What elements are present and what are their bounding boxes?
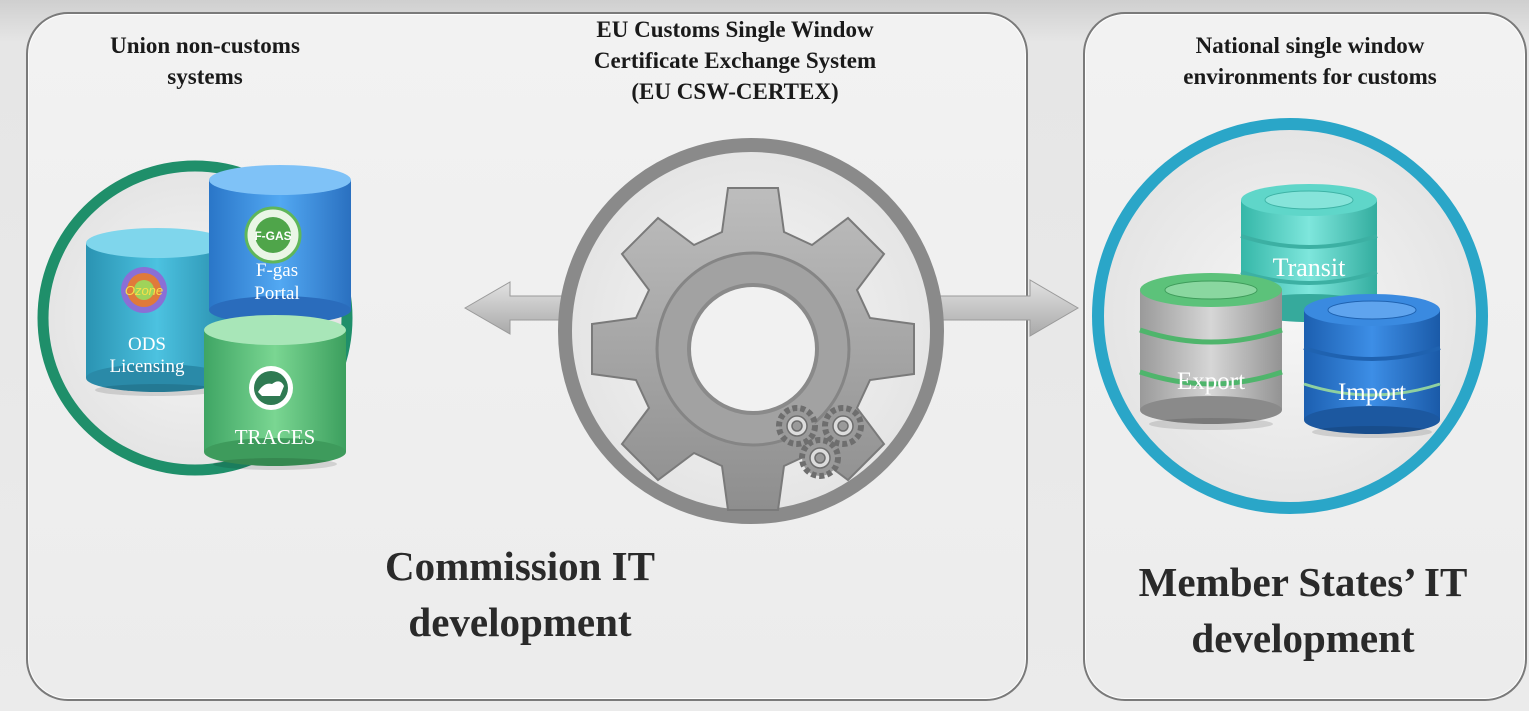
certex-heading-line3: (EU CSW-CERTEX) [631, 79, 839, 104]
commission-it-label-line1: Commission IT [385, 543, 655, 589]
import-database [1303, 294, 1441, 438]
certex-heading-line1: EU Customs Single Window [596, 17, 874, 42]
national-systems-heading-line1: National single window [1195, 33, 1425, 58]
traces-label: TRACES [235, 425, 316, 449]
export-database [1139, 273, 1283, 430]
member-states-it-label-line2: development [1191, 615, 1415, 661]
member-states-it-label: Member States’ IT development [1093, 554, 1513, 666]
ozone-logo-icon [121, 267, 167, 313]
transit-label: Transit [1273, 253, 1347, 282]
ozone-logo-text: Ozone [125, 283, 163, 298]
commission-it-label-line2: development [408, 599, 632, 645]
small-gears-icon [776, 405, 864, 479]
import-label: Import [1338, 379, 1406, 406]
fgas-label-line1: F-gas [256, 260, 298, 281]
ods-licensing-database [86, 228, 228, 396]
commission-it-label: Commission IT development [320, 538, 720, 650]
certex-heading-line2: Certificate Exchange System [593, 48, 877, 73]
ods-label-line2: Licensing [110, 356, 185, 377]
fgas-logo-text: F-GAS [254, 229, 291, 243]
export-label: Export [1177, 368, 1245, 395]
traces-database [204, 315, 346, 470]
certex-heading: EU Customs Single Window Certificate Exc… [565, 14, 905, 107]
union-systems-heading-line2: systems [167, 64, 243, 89]
national-systems-heading-line2: environments for customs [1183, 64, 1437, 89]
ods-label-line1: ODS [128, 334, 166, 355]
member-states-it-label-line1: Member States’ IT [1138, 559, 1468, 605]
gear-icon [591, 187, 915, 511]
union-systems-heading-line1: Union non-customs [110, 33, 300, 58]
fgas-label-line2: Portal [254, 283, 299, 304]
national-systems-heading: National single window environments for … [1120, 30, 1500, 92]
traces-logo-icon [249, 366, 293, 410]
fgas-logo-icon [244, 206, 302, 264]
union-systems-heading: Union non-customs systems [70, 30, 340, 92]
